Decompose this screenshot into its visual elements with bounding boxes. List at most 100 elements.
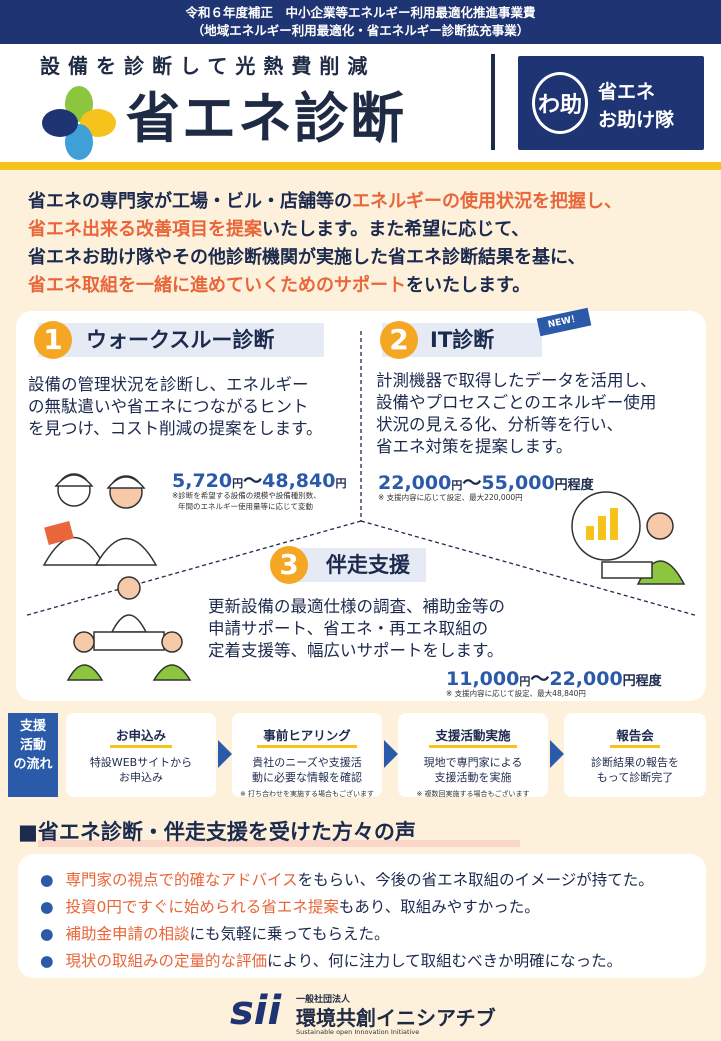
intro-text-plain: 省エネの専門家が工場・ビル・店舗等の [28, 191, 352, 212]
flow-step-title: 事前ヒアリング [257, 725, 357, 748]
sii-mark: sii [230, 988, 282, 1034]
bullet-icon: ● [40, 952, 54, 970]
intro-text-plain: をいたします。 [406, 275, 531, 296]
workers-illustration-icon [42, 473, 158, 566]
voice-highlight: 投資0円ですぐに始められる省エネ提案 [65, 898, 339, 916]
section-1-body-line: を見つけ、コスト削減の提案をします。 [28, 419, 323, 438]
voice-item: ●専門家の視点で的確なアドバイスをもらい、今後の省エネ取組のイメージが持てた。 [40, 868, 654, 890]
voice-item: ● 投資0円ですぐに始められる省エネ提案もあり、取組みやすかった。 [40, 895, 540, 917]
flow-step-desc-line: 特設WEBサイトから [89, 756, 193, 769]
intro-text-highlight: エネルギーの使用状況を把握し、 [352, 191, 622, 212]
section-3-body: 更新設備の最適仕様の調査、補助金等の 申請サポート、省エネ・再エネ取組の 定着支… [208, 596, 505, 662]
flow-step-desc-line: 支援活動を実施 [434, 771, 512, 784]
program-name: 令和６年度補正 中小企業等エネルギー利用最適化推進事業費 [185, 5, 536, 20]
section-3-price: 11,000円〜22,000円程度 [446, 664, 662, 691]
flow-label-line: 支援 [19, 719, 46, 734]
flow-step-desc-line: 動に必要な情報を確認 [252, 771, 362, 784]
price-separator: 〜 [243, 470, 263, 492]
note-line: 年間のエネルギー使用量等に応じて変動 [178, 502, 313, 511]
section-2-body-line: 省エネ対策を提案します。 [376, 437, 573, 456]
price-unit: 円程度 [554, 478, 594, 493]
price-max: 48,840 [262, 470, 336, 492]
section-3-body-line: 更新設備の最適仕様の調査、補助金等の [208, 597, 505, 616]
note-line: ※診断を希望する設備の規模や設備種別数、 [172, 491, 321, 500]
voice-highlight: 現状の取組みの定量的な評価 [65, 952, 268, 970]
flow-step-desc: 現地で専門家による 支援活動を実施 [398, 755, 548, 785]
price-min: 11,000 [446, 668, 520, 690]
intro-text: 省エネの専門家が工場・ビル・店舗等のエネルギーの使用状況を把握し、 省エネ出来る… [28, 188, 698, 300]
flow-step-desc-line: もって診断完了 [596, 771, 674, 784]
otasuke-mark-icon: わ助 [532, 72, 588, 134]
section-3-note: ※ 支援内容に応じて設定、最大48,840円 [446, 689, 586, 698]
flow-step-report: 報告会 診断結果の報告を もって診断完了 [564, 713, 706, 797]
flow-step-desc-line: お申込み [119, 771, 163, 784]
price-unit: 円 [451, 479, 463, 492]
flow-step-desc: 貴社のニーズや支援活 動に必要な情報を確認 [232, 755, 382, 785]
otasuke-name: 省エネ お助け隊 [598, 78, 674, 134]
flow-step-hearing: 事前ヒアリング 貴社のニーズや支援活 動に必要な情報を確認 ※ 打ち合わせを実施… [232, 713, 382, 798]
page-title: 省エネ診断 [126, 87, 406, 150]
price-unit: 円 [232, 477, 244, 490]
flow-step-desc: 特設WEBサイトから お申込み [66, 755, 216, 785]
flow-step-apply: お申込み 特設WEBサイトから お申込み [66, 713, 216, 797]
sii-org-english: Sustainable open Innovation Initiative [296, 1028, 420, 1036]
voice-text: にも気軽に乗ってもらえた。 [189, 925, 390, 943]
flow-step-desc-line: 現地で専門家による [423, 756, 523, 769]
bullet-icon: ● [40, 871, 54, 889]
intro-line-1: 省エネの専門家が工場・ビル・店舗等のエネルギーの使用状況を把握し、 [28, 188, 698, 216]
intro-line-2: 省エネ出来る改善項目を提案いたします。また希望に応じて、 [28, 216, 698, 244]
voice-item: ● 現状の取組みの定量的な評価により、何に注力して取組むべきか明確になった。 [40, 949, 622, 971]
price-max: 55,000 [481, 472, 555, 494]
flow-step-desc-line: 診断結果の報告を [591, 756, 679, 769]
bullet-icon: ● [40, 925, 54, 943]
program-subname: （地域エネルギー利用最適化・省エネルギー診断拡充事業） [191, 23, 530, 38]
section-2-number: 2 [380, 321, 418, 359]
otasuke-mark-text: わ助 [537, 93, 582, 118]
voice-text: により、何に注力して取組むべきか明確になった。 [267, 952, 623, 970]
price-min: 22,000 [378, 472, 452, 494]
header-stripe [0, 162, 721, 170]
section-1-title: ウォークスルー診断 [38, 323, 324, 357]
section-3-body-line: 申請サポート、省エネ・再エネ取組の [208, 619, 489, 638]
section-1-body-line: 設備の管理状況を診断し、エネルギー [28, 375, 309, 394]
price-min: 5,720 [172, 470, 233, 492]
data-analysis-illustration-icon [571, 491, 686, 585]
sii-org-type: 一般社団法人 [296, 995, 351, 1005]
flow-arrow-icon [384, 740, 398, 768]
voices-title: ■省エネ診断・伴走支援を受けた方々の声 [18, 820, 416, 844]
intro-line-3: 省エネお助け隊やその他診断機関が実施した省エネ診断結果を基に、 [28, 247, 586, 268]
flow-step-desc: 診断結果の報告を もって診断完了 [564, 755, 706, 785]
intro-text-plain: いたします。また希望に応じて、 [262, 219, 530, 240]
section-3-body-line: 定着支援等、幅広いサポートをします。 [208, 641, 504, 660]
section-divider-lines [23, 331, 699, 617]
flow-label: 支援 活動 の流れ [8, 713, 58, 797]
flow-label-line: 活動 [19, 738, 46, 753]
price-max: 22,000 [549, 668, 623, 690]
voice-highlight: 補助金申請の相談 [65, 925, 190, 943]
section-2-body-line: 状況の見える化、分析等を行い、 [376, 415, 624, 434]
price-unit: 円 [335, 477, 347, 490]
section-1-note: ※診断を希望する設備の規模や設備種別数、 年間のエネルギー使用量等に応じて変動 [172, 490, 321, 512]
flow-step-note: ※ 複数回実施する場合もございます [416, 790, 530, 798]
section-2-body: 計測機器で取得したデータを活用し、 設備やプロセスごとのエネルギー使用 状況の見… [376, 370, 657, 458]
sii-org-name: 環境共創イニシアチブ [296, 1006, 496, 1030]
flow-step-note: ※ 打ち合わせを実施する場合もございます [239, 790, 375, 798]
price-separator: 〜 [462, 472, 482, 494]
flow-arrow-icon [218, 740, 232, 768]
voices-title-underline [38, 840, 520, 847]
flow-step-activity: 支援活動実施 現地で専門家による 支援活動を実施 ※ 複数回実施する場合もござい… [398, 713, 548, 798]
price-separator: 〜 [530, 668, 550, 690]
section-1-price: 5,720円〜48,840円 [172, 466, 346, 493]
flow-step-desc-line: 貴社のニーズや支援活 [252, 756, 362, 769]
otasuke-line1: 省エネ [598, 81, 656, 103]
clover-logo-icon [42, 86, 116, 160]
meeting-illustration-icon [66, 576, 192, 681]
header-divider [491, 54, 495, 150]
section-3-number: 3 [270, 546, 308, 584]
bullet-icon: ● [40, 898, 54, 916]
flow-label-line: の流れ [13, 757, 53, 772]
voice-text: もあり、取組みやすかった。 [338, 898, 540, 916]
section-1-body: 設備の管理状況を診断し、エネルギー の無駄遣いや省エネにつながるヒント を見つけ… [28, 374, 323, 440]
section-2-body-line: 設備やプロセスごとのエネルギー使用 [376, 393, 657, 412]
price-unit: 円程度 [622, 674, 662, 689]
